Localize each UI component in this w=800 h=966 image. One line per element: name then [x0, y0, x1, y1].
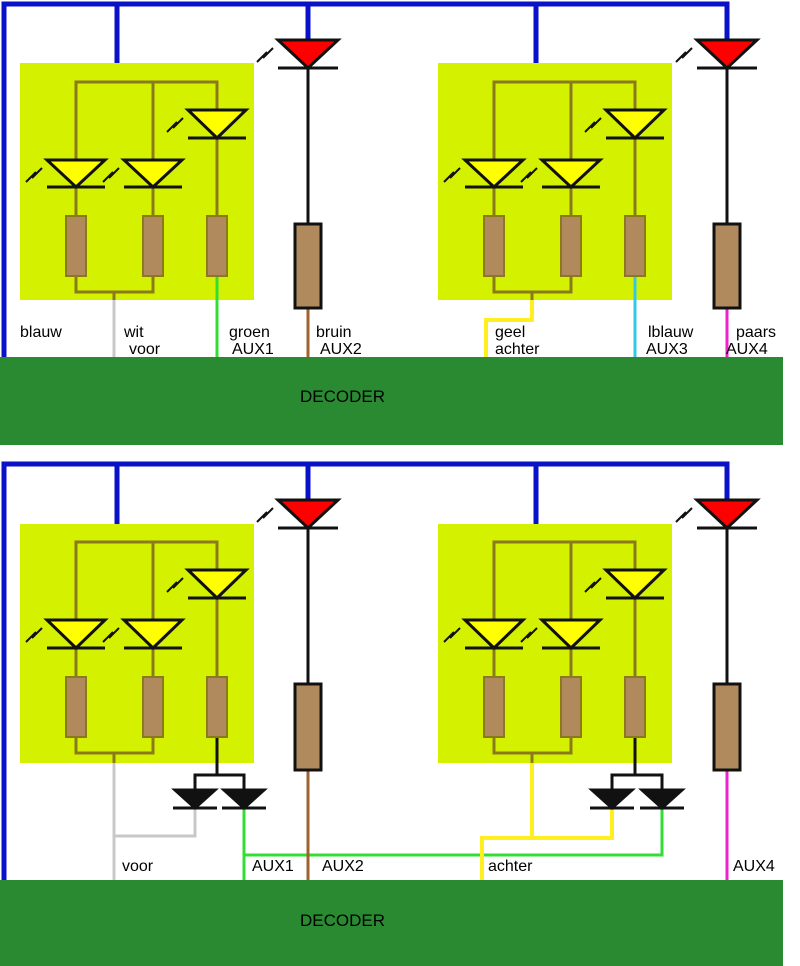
- led-icon: [102, 618, 186, 651]
- label-geel: geel: [495, 324, 525, 341]
- label-aux4: AUX4: [726, 341, 768, 358]
- resistor: [65, 676, 87, 738]
- bottom-wire-black-left: [193, 737, 246, 790]
- resistor: [142, 676, 164, 738]
- diode-icon: [638, 788, 686, 811]
- diode-icon: [588, 788, 636, 811]
- led-icon: [256, 38, 342, 71]
- resistor: [293, 682, 323, 772]
- resistor: [483, 676, 505, 738]
- led-icon: [25, 618, 109, 651]
- resistor: [624, 215, 646, 277]
- bottom-yellow-leds: [25, 568, 668, 651]
- bottom-right-board-wiring: [492, 540, 637, 763]
- label-lblauw: lblauw: [648, 324, 694, 341]
- label-wit: wit: [123, 324, 144, 341]
- led-icon: [675, 38, 761, 71]
- top-decoder-label: DECODER: [300, 387, 385, 406]
- label-aux1: AUX1: [232, 341, 274, 358]
- top-wire-yellow: [484, 300, 534, 357]
- label-aux3: AUX3: [646, 341, 688, 358]
- label-groen: groen: [229, 324, 270, 341]
- led-icon: [443, 618, 527, 651]
- bottom-wire-black-right: [610, 737, 664, 790]
- top-right-board-wiring: [492, 80, 637, 300]
- label-achter: achter: [495, 341, 540, 358]
- bottom-blue-common-wire: [1, 461, 730, 880]
- label-aux1: AUX1: [252, 858, 294, 875]
- led-icon: [584, 108, 668, 141]
- bottom-left-board-wiring: [74, 540, 219, 763]
- bottom-wire-yellow: [480, 763, 614, 880]
- bottom-red-leds: [256, 498, 761, 531]
- resistor: [293, 222, 323, 310]
- label-aux2: AUX2: [322, 858, 364, 875]
- led-icon: [520, 618, 604, 651]
- top-yellow-leds: [25, 108, 668, 190]
- resistor: [483, 215, 505, 277]
- bottom-diagram: DECODER voor AUX1 AUX2 achter AUX4: [0, 461, 783, 966]
- top-red-leds: [256, 38, 761, 71]
- resistor: [206, 215, 228, 277]
- bottom-wire-white: [112, 763, 197, 880]
- top-aux-resistors: [293, 222, 742, 310]
- label-aux2: AUX2: [320, 341, 362, 358]
- label-paars: paars: [736, 324, 776, 341]
- diode-icon: [220, 788, 268, 811]
- label-voor: voor: [129, 341, 161, 358]
- top-decoder-block: [0, 357, 783, 445]
- led-icon: [443, 158, 527, 190]
- resistor: [65, 215, 87, 277]
- bottom-aux-resistors: [293, 682, 742, 772]
- led-icon: [102, 158, 186, 190]
- led-icon: [520, 158, 604, 190]
- top-blue-common-wire: [1, 1, 730, 357]
- resistor: [560, 676, 582, 738]
- resistor: [624, 676, 646, 738]
- led-icon: [584, 568, 668, 601]
- led-icon: [675, 498, 761, 531]
- diode-icon: [171, 788, 219, 811]
- top-resistors: [65, 215, 646, 277]
- top-diagram: DECODER blauw wit voor groen AUX1 bruin …: [0, 1, 783, 445]
- top-left-board-wiring: [74, 80, 219, 300]
- resistor: [712, 222, 742, 310]
- led-icon: [166, 108, 250, 141]
- label-blauw: blauw: [20, 324, 62, 341]
- resistor: [142, 215, 164, 277]
- label-achter: achter: [488, 858, 533, 875]
- label-bruin: bruin: [316, 324, 352, 341]
- led-icon: [256, 498, 342, 531]
- bottom-resistors: [65, 676, 646, 738]
- bottom-wire-green: [242, 808, 664, 880]
- bottom-diodes: [171, 788, 686, 811]
- resistor: [206, 676, 228, 738]
- led-icon: [166, 568, 250, 601]
- resistor: [712, 682, 742, 772]
- label-voor: voor: [122, 858, 154, 875]
- label-aux4: AUX4: [733, 858, 775, 875]
- bottom-decoder-label: DECODER: [300, 911, 385, 930]
- resistor: [560, 215, 582, 277]
- bottom-decoder-block: [0, 880, 783, 966]
- led-icon: [25, 158, 109, 190]
